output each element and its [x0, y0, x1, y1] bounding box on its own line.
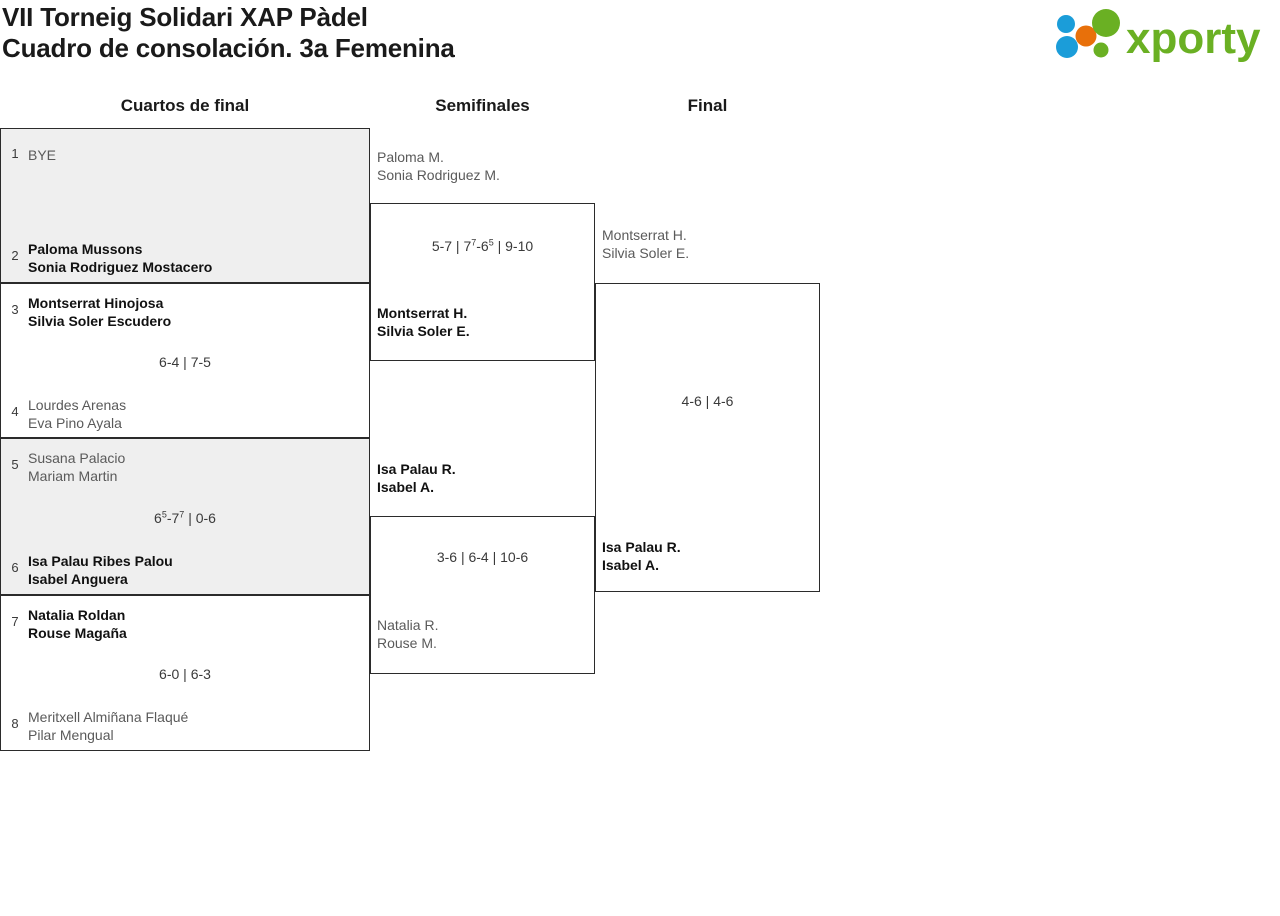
match-sf-1[interactable]: 5-7 | 77-65 | 9-10: [370, 203, 595, 361]
column-header-final: Final: [687, 96, 728, 115]
match-score: 65-77 | 0-6: [154, 509, 216, 526]
match-r1-4[interactable]: 7 Natalia Roldan Rouse Magaña 6-0 | 6-3 …: [0, 595, 370, 751]
xporty-logo-svg: xporty: [1056, 9, 1261, 63]
column-header-quarterfinals: Cuartos de final: [120, 96, 250, 115]
sf2-bottom-team-line2: Rouse M.: [377, 635, 437, 651]
logo-wordmark: xporty: [1126, 14, 1261, 63]
column-header-semifinals: Semifinales: [435, 96, 530, 115]
team-name-line1: BYE: [28, 147, 57, 163]
match-score: 3-6 | 6-4 | 10-6: [436, 549, 529, 565]
team-name-line1: Montserrat Hinojosa: [28, 295, 164, 311]
team-name-line1: Meritxell Almiñana Flaqué: [28, 709, 189, 725]
match-score: 6-0 | 6-3: [159, 666, 211, 682]
logo-dot-green-small: [1093, 42, 1109, 58]
seed-number: 2: [11, 248, 19, 263]
seed-number: 7: [11, 614, 19, 629]
team-name-line1: Natalia Roldan: [28, 607, 126, 623]
sf1-top-team-line2: Sonia Rodriguez M.: [377, 167, 500, 183]
match-final[interactable]: 4-6 | 4-6: [595, 283, 820, 592]
match-r1-2[interactable]: 3 Montserrat Hinojosa Silvia Soler Escud…: [0, 283, 370, 438]
logo-dot-blue-bottom: [1056, 36, 1078, 58]
match-score: 4-6 | 4-6: [681, 393, 734, 409]
seed-number: 8: [11, 716, 19, 731]
team-name-line1: Lourdes Arenas: [28, 397, 127, 413]
final-top-team-line1: Montserrat H.: [602, 227, 687, 243]
final-bottom-team-line1: Isa Palau R.: [602, 539, 681, 555]
team-name-line2: Eva Pino Ayala: [28, 415, 122, 431]
logo-dot-orange: [1075, 25, 1097, 47]
team-name-line2: Silvia Soler Escudero: [28, 313, 172, 329]
match-r1-3[interactable]: 5 Susana Palacio Mariam Martin 65-77 | 0…: [0, 438, 370, 595]
page-title: VII Torneig Solidari XAP Pàdel Cuadro de…: [0, 0, 455, 64]
match-sf-2[interactable]: 3-6 | 6-4 | 10-6: [370, 516, 595, 674]
sf1-bottom-team-line1: Montserrat H.: [377, 305, 468, 321]
match-score: 5-7 | 77-65 | 9-10: [431, 237, 534, 254]
final-top-team-line2: Silvia Soler E.: [602, 245, 690, 261]
page-header: VII Torneig Solidari XAP Pàdel Cuadro de…: [0, 0, 1280, 90]
match-score: 6-4 | 7-5: [159, 354, 211, 370]
team-name-line1: Susana Palacio: [28, 450, 126, 466]
team-name-line2: Sonia Rodriguez Mostacero: [28, 259, 213, 275]
tournament-name: VII Torneig Solidari XAP Pàdel: [2, 2, 368, 32]
team-name-line1: Paloma Mussons: [28, 241, 143, 257]
sf1-top-team-line1: Paloma M.: [377, 149, 444, 165]
sf1-bottom-team-line2: Silvia Soler E.: [377, 323, 470, 339]
team-name-line2: Rouse Magaña: [28, 625, 127, 641]
final-bottom-team-line2: Isabel A.: [602, 557, 660, 573]
sf2-top-team-line1: Isa Palau R.: [377, 461, 456, 477]
team-name-line1: Isa Palau Ribes Palou: [28, 553, 173, 569]
seed-number: 4: [11, 404, 19, 419]
match-r1-1[interactable]: 1 BYE 2 Paloma Mussons Sonia Rodriguez M…: [0, 128, 370, 283]
team-name-line2: Isabel Anguera: [28, 571, 128, 587]
bracket-subtitle: Cuadro de consolación. 3a Femenina: [2, 33, 455, 63]
team-name-line2: Pilar Mengual: [28, 727, 114, 743]
logo-dot-blue-top: [1057, 15, 1075, 33]
seed-number: 3: [11, 302, 19, 317]
logo-dot-green-large: [1092, 9, 1120, 37]
sf2-bottom-team-line1: Natalia R.: [377, 617, 439, 633]
seed-number: 1: [11, 146, 19, 161]
sf2-top-team-line2: Isabel A.: [377, 479, 435, 495]
seed-number: 5: [11, 457, 19, 472]
team-name-line2: Mariam Martin: [28, 468, 118, 484]
seed-number: 6: [11, 560, 19, 575]
xporty-logo[interactable]: xporty: [1048, 6, 1274, 68]
